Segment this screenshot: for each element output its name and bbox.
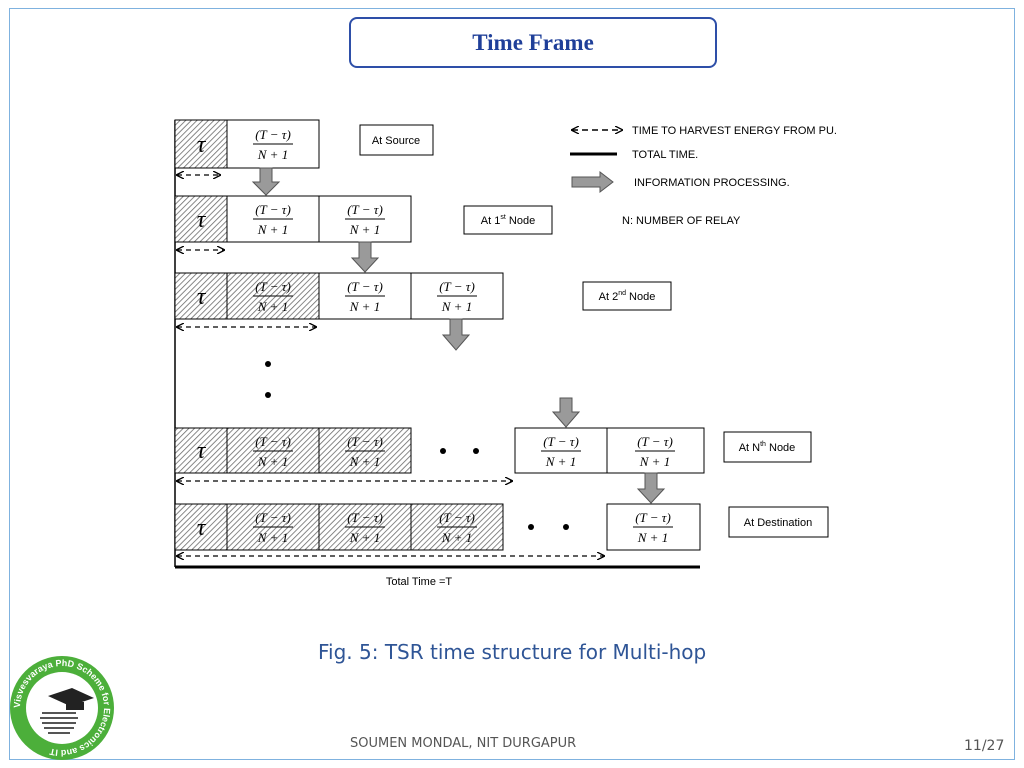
legend-processing-symbol: [571, 170, 614, 194]
slot-numerator: (T − τ): [255, 510, 291, 525]
tau-cell: [174, 119, 228, 169]
slot-denominator: N + 1: [257, 147, 288, 162]
slot-numerator: (T − τ): [347, 202, 383, 217]
stage-label-box: [728, 506, 829, 538]
row-node-2: τ (T − τ) N + 1 (T − τ) N + 1 (T − τ) N …: [174, 272, 672, 327]
ellipsis-dot: [528, 524, 534, 530]
slot-numerator: (T − τ): [347, 434, 383, 449]
stage-label-box: [359, 124, 434, 156]
slot-numerator: (T − τ): [439, 279, 475, 294]
legend-harvest-label: TIME TO HARVEST ENERGY FROM PU.: [632, 125, 837, 137]
slot-numerator: (T − τ): [347, 510, 383, 525]
legend-processing-label: INFORMATION PROCESSING.: [634, 177, 790, 189]
ellipsis-dot: [473, 448, 479, 454]
ellipsis-dot: [265, 392, 271, 398]
stage-label-box: [463, 205, 553, 235]
ellipsis-dot: [563, 524, 569, 530]
slot-numerator: (T − τ): [255, 127, 291, 142]
slot-denominator: N + 1: [639, 454, 670, 469]
ellipsis-dot: [265, 361, 271, 367]
stage-label-source: At Source: [372, 135, 420, 147]
title-box: Time Frame: [349, 17, 717, 68]
slot-denominator: N + 1: [637, 530, 668, 545]
tau-symbol: τ: [197, 207, 207, 233]
footer-author: SOUMEN MONDAL, NIT DURGAPUR: [350, 736, 577, 751]
slot-numerator: (T − τ): [255, 279, 291, 294]
slot-denominator: N + 1: [349, 299, 380, 314]
ellipsis-dot: [440, 448, 446, 454]
stage-label-box: [582, 281, 672, 311]
slot-numerator: (T − τ): [635, 510, 671, 525]
stage-label-box: [723, 431, 812, 463]
row-source: τ (T − τ) N + 1 At Source: [174, 119, 434, 175]
figure-caption: Fig. 5: TSR time structure for Multi-hop: [318, 640, 707, 664]
processing-arrow-down: [251, 167, 281, 196]
row-node-1: τ (T − τ) N + 1 (T − τ) N + 1 At 1st Nod…: [174, 195, 553, 250]
slot-denominator: N + 1: [441, 299, 472, 314]
row-node-n: τ (T − τ) N + 1 (T − τ) N + 1 (T − τ) N …: [174, 427, 812, 481]
tau-symbol: τ: [197, 132, 207, 158]
slide-frame: [9, 8, 1015, 760]
legend-relay-label: N: NUMBER OF RELAY: [622, 215, 741, 227]
slot-numerator: (T − τ): [439, 510, 475, 525]
slot-numerator: (T − τ): [347, 279, 383, 294]
legend: TIME TO HARVEST ENERGY FROM PU. TOTAL TI…: [570, 125, 837, 227]
processing-arrow-down: [441, 318, 471, 351]
stage-label-destination: At Destination: [744, 517, 812, 529]
tau-symbol: τ: [197, 284, 207, 310]
slot-denominator: N + 1: [545, 454, 576, 469]
slot-denominator: N + 1: [349, 530, 380, 545]
tau-symbol: τ: [197, 515, 207, 541]
stage-label-node-n: At Nth Node: [739, 441, 796, 454]
tau-symbol: τ: [197, 438, 207, 464]
stage-label-node-2: At 2nd Node: [599, 290, 656, 303]
slot-denominator: N + 1: [257, 530, 288, 545]
processing-arrow-down: [350, 241, 380, 273]
slot-denominator: N + 1: [441, 530, 472, 545]
slot-numerator: (T − τ): [255, 202, 291, 217]
slot-denominator: N + 1: [349, 454, 380, 469]
graduation-cap-icon: [48, 688, 94, 706]
total-time-label: Total Time =T: [386, 576, 453, 588]
slot-numerator: (T − τ): [543, 434, 579, 449]
scheme-logo: Visvesvaraya PhD Scheme for Electronics …: [10, 656, 114, 760]
slot-denominator: N + 1: [257, 299, 288, 314]
slot-denominator: N + 1: [257, 454, 288, 469]
slot-denominator: N + 1: [349, 222, 380, 237]
processing-arrow-down: [551, 397, 581, 428]
legend-total-label: TOTAL TIME.: [632, 149, 698, 161]
slide-title: Time Frame: [472, 29, 594, 55]
slot-denominator: N + 1: [257, 222, 288, 237]
slot-numerator: (T − τ): [637, 434, 673, 449]
processing-arrow-down: [636, 472, 666, 504]
row-destination: τ (T − τ) N + 1 (T − τ) N + 1 (T − τ) N …: [174, 503, 829, 556]
stage-label-node-1: At 1st Node: [481, 214, 535, 227]
slot-numerator: (T − τ): [255, 434, 291, 449]
page-number: 11/27: [964, 738, 1005, 754]
